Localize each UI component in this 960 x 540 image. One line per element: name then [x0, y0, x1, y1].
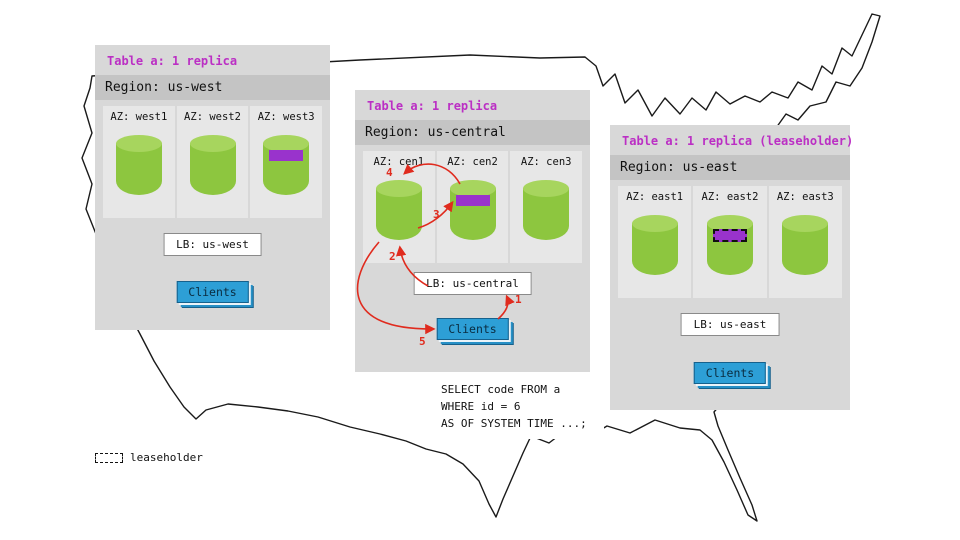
table-replica-label: Table a: 1 replica — [367, 99, 498, 113]
az-label: AZ: west1 — [110, 111, 168, 123]
table-replica-label: Table a: 1 replica (leaseholder) — [622, 134, 854, 148]
region-panel-us-east: Table a: 1 replica (leaseholder) Region:… — [610, 125, 854, 410]
replica-band — [455, 195, 490, 206]
leaseholder-replica-band — [712, 229, 747, 242]
load-balancer-box: LB: us-central — [413, 272, 532, 295]
database-cylinder — [263, 135, 310, 195]
sql-line: WHERE id = 6 — [441, 400, 521, 414]
clients-box: Clients — [436, 318, 509, 340]
az-row: AZ: cen1 AZ: cen2 AZ: cen3 — [363, 151, 583, 263]
database-cylinder — [706, 215, 753, 275]
az-column-west1: AZ: west1 — [103, 106, 175, 218]
az-column-cen3: AZ: cen3 — [510, 151, 583, 263]
sql-line: AS OF SYSTEM TIME ...; — [441, 417, 587, 431]
az-label: AZ: west3 — [257, 111, 315, 123]
database-cylinder — [375, 180, 422, 240]
cylinder-top — [263, 135, 310, 152]
region-header: Region: us-east — [610, 155, 850, 180]
flow-step-2: 2 — [389, 250, 396, 263]
az-column-cen2: AZ: cen2 — [436, 151, 509, 263]
clients-box: Clients — [176, 281, 249, 303]
legend-label: leaseholder — [130, 451, 203, 464]
flow-step-5: 5 — [419, 335, 426, 348]
flow-step-3: 3 — [433, 208, 440, 221]
load-balancer-box: LB: us-west — [163, 233, 262, 256]
flow-step-1: 1 — [515, 293, 522, 306]
table-replica-label: Table a: 1 replica — [107, 54, 238, 68]
region-header: Region: us-west — [95, 75, 330, 100]
region-panel-us-central: Table a: 1 replica Region: us-central AZ… — [355, 90, 590, 372]
az-column-west3: AZ: west3 — [250, 106, 323, 218]
az-label: AZ: east3 — [776, 191, 834, 203]
az-column-east2: AZ: east2 — [693, 186, 767, 298]
az-column-east3: AZ: east3 — [768, 186, 842, 298]
database-cylinder — [189, 135, 236, 195]
cylinder-top — [449, 180, 496, 197]
load-balancer-box: LB: us-east — [680, 313, 780, 336]
cylinder-top — [706, 215, 753, 232]
cylinder-top — [375, 180, 422, 197]
database-cylinder — [115, 135, 162, 195]
az-column-east1: AZ: east1 — [618, 186, 692, 298]
cylinder-top — [189, 135, 236, 152]
database-cylinder — [782, 215, 829, 275]
leaseholder-swatch-icon — [95, 452, 123, 463]
az-label: AZ: cen3 — [520, 156, 572, 168]
az-label: AZ: west2 — [184, 111, 241, 123]
az-column-cen1: AZ: cen1 — [363, 151, 435, 263]
database-cylinder — [631, 215, 678, 275]
cylinder-top — [782, 215, 829, 232]
clients-box: Clients — [693, 362, 767, 384]
az-row: AZ: west1 AZ: west2 AZ: west3 — [103, 106, 323, 218]
cylinder-top — [523, 180, 570, 197]
region-panel-us-west: Table a: 1 replica Region: us-west AZ: w… — [95, 45, 330, 330]
leaseholder-legend: leaseholder — [95, 451, 203, 464]
az-label: AZ: east2 — [701, 191, 759, 203]
flow-step-4: 4 — [386, 166, 393, 179]
database-cylinder — [449, 180, 496, 240]
cylinder-top — [115, 135, 162, 152]
az-row: AZ: east1 AZ: east2 AZ: east3 — [618, 186, 842, 298]
replica-band — [269, 150, 304, 161]
az-label: AZ: cen1 — [373, 156, 425, 168]
az-label: AZ: east1 — [626, 191, 684, 203]
az-label: AZ: cen2 — [447, 156, 498, 168]
database-cylinder — [523, 180, 570, 240]
cylinder-top — [631, 215, 678, 232]
region-header: Region: us-central — [355, 120, 590, 145]
az-column-west2: AZ: west2 — [176, 106, 249, 218]
sql-line: SELECT code FROM a — [441, 383, 561, 396]
sql-query-annotation: SELECT code FROM a WHERE id = 6 AS OF SY… — [432, 374, 604, 440]
